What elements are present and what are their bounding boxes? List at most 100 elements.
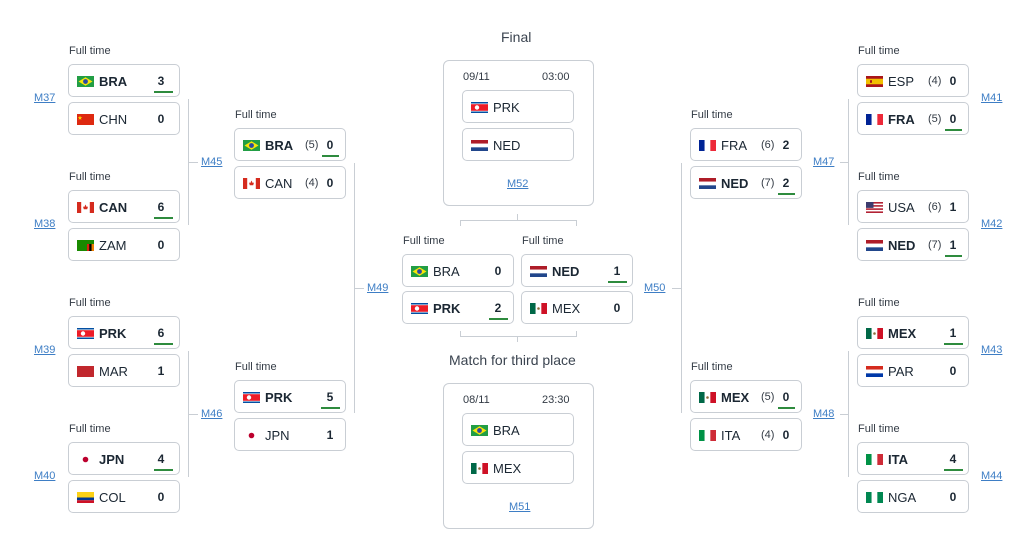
team-score: 1 <box>949 238 957 252</box>
team-row[interactable]: NED (7) 2 <box>690 166 802 199</box>
bracket-connector <box>188 162 198 163</box>
spain-flag-icon <box>866 76 883 87</box>
team-row[interactable]: FRA (5) 0 <box>857 102 969 135</box>
brazil-flag-icon <box>243 140 260 151</box>
team-row[interactable]: PRK 6 <box>68 316 180 349</box>
team-score: 0 <box>157 238 165 252</box>
match-link-m37[interactable]: M37 <box>34 92 56 104</box>
team-row[interactable]: PRK <box>462 90 574 123</box>
bracket-connector <box>848 99 849 225</box>
team-code: CAN <box>265 176 293 191</box>
winner-underline <box>322 155 339 157</box>
north-korea-flag-icon <box>411 303 428 314</box>
team-code: PRK <box>265 390 293 405</box>
japan-flag-icon <box>243 430 260 441</box>
team-row[interactable]: ITA 4 <box>857 442 969 475</box>
usa-flag-icon <box>866 202 883 213</box>
match-link-m49[interactable]: M49 <box>367 282 389 294</box>
team-row[interactable]: CHN 0 <box>68 102 180 135</box>
team-row[interactable]: USA (6) 1 <box>857 190 969 223</box>
team-row[interactable]: PAR 0 <box>857 354 969 387</box>
nigeria-flag-icon <box>866 492 883 503</box>
team-row[interactable]: BRA (5) 0 <box>234 128 346 161</box>
match-link-m52[interactable]: M52 <box>507 178 529 190</box>
team-row[interactable]: NED (7) 1 <box>857 228 969 261</box>
team-score: 0 <box>157 490 165 504</box>
team-row[interactable]: MEX (5) 0 <box>690 380 802 413</box>
match-link-m41[interactable]: M41 <box>981 92 1003 104</box>
winner-underline <box>778 193 795 195</box>
winner-underline <box>154 91 173 93</box>
penalty-score: (4) <box>761 429 775 441</box>
team-row[interactable]: MEX 0 <box>521 291 633 324</box>
team-row[interactable]: CAN 6 <box>68 190 180 223</box>
team-row[interactable]: MEX 1 <box>857 316 969 349</box>
winner-underline <box>489 318 508 320</box>
penalty-score: (5) <box>305 139 319 151</box>
team-row[interactable]: CAN (4) 0 <box>234 166 346 199</box>
bracket-connector <box>840 414 849 415</box>
penalty-score: (6) <box>928 201 942 213</box>
team-row[interactable]: NED 1 <box>521 254 633 287</box>
team-score: 1 <box>613 264 621 278</box>
team-row[interactable]: NGA 0 <box>857 480 969 513</box>
team-row[interactable]: FRA (6) 2 <box>690 128 802 161</box>
match-link-m43[interactable]: M43 <box>981 344 1003 356</box>
canada-flag-icon <box>77 202 94 213</box>
team-row[interactable]: COL 0 <box>68 480 180 513</box>
team-score: 0 <box>782 390 790 404</box>
penalty-score: (4) <box>928 75 942 87</box>
match-link-m46[interactable]: M46 <box>201 408 223 420</box>
match-link-m42[interactable]: M42 <box>981 218 1003 230</box>
brazil-flag-icon <box>77 76 94 87</box>
match-link-m50[interactable]: M50 <box>644 282 666 294</box>
match-link-m45[interactable]: M45 <box>201 156 223 168</box>
match-link-m39[interactable]: M39 <box>34 344 56 356</box>
match-link-m44[interactable]: M44 <box>981 470 1003 482</box>
team-score: 1 <box>949 200 957 214</box>
netherlands-flag-icon <box>699 178 716 189</box>
match-link-m51[interactable]: M51 <box>509 501 531 513</box>
team-code: PAR <box>888 364 914 379</box>
team-row[interactable]: PRK 5 <box>234 380 346 413</box>
match-link-m47[interactable]: M47 <box>813 156 835 168</box>
team-row[interactable]: JPN 4 <box>68 442 180 475</box>
netherlands-flag-icon <box>471 140 488 151</box>
match-status: Full time <box>858 171 900 183</box>
team-row[interactable]: BRA 3 <box>68 64 180 97</box>
penalty-score: (6) <box>761 139 775 151</box>
bracket-connector <box>460 220 577 221</box>
team-row[interactable]: JPN 1 <box>234 418 346 451</box>
bracket-connector <box>517 336 518 342</box>
team-row[interactable]: MAR 1 <box>68 354 180 387</box>
team-code: CHN <box>99 112 128 127</box>
winner-underline <box>608 281 627 283</box>
team-code: FRA <box>721 138 747 153</box>
team-score: 0 <box>494 264 502 278</box>
team-row[interactable]: MEX <box>462 451 574 484</box>
winner-underline <box>154 469 173 471</box>
bracket-connector <box>354 288 364 289</box>
match-link-m48[interactable]: M48 <box>813 408 835 420</box>
mexico-flag-icon <box>866 328 883 339</box>
bracket-connector <box>681 163 682 413</box>
team-row[interactable]: PRK 2 <box>402 291 514 324</box>
team-row[interactable]: BRA 0 <box>402 254 514 287</box>
match-status: Full time <box>691 361 733 373</box>
canada-flag-icon <box>243 178 260 189</box>
team-row[interactable]: ESP (4) 0 <box>857 64 969 97</box>
team-code: FRA <box>888 112 915 127</box>
team-code: CAN <box>99 200 128 215</box>
team-row[interactable]: BRA <box>462 413 574 446</box>
team-score: 1 <box>326 428 334 442</box>
team-row[interactable]: ZAM 0 <box>68 228 180 261</box>
team-code: PRK <box>493 100 520 115</box>
team-row[interactable]: NED <box>462 128 574 161</box>
match-link-m40[interactable]: M40 <box>34 470 56 482</box>
match-status: Full time <box>69 423 111 435</box>
team-code: NGA <box>888 490 917 505</box>
team-row[interactable]: ITA (4) 0 <box>690 418 802 451</box>
match-link-m38[interactable]: M38 <box>34 218 56 230</box>
zambia-flag-icon <box>77 240 94 251</box>
team-score: 1 <box>949 326 957 340</box>
